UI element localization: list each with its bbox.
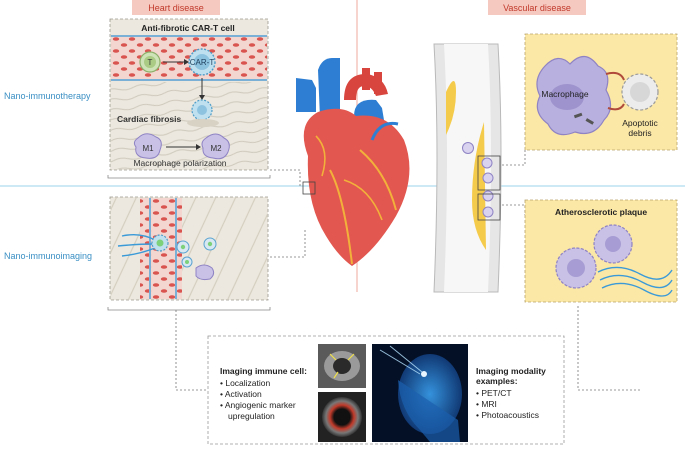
arrow-head (199, 95, 205, 100)
imaging-summary-box: Imaging immune cell: • Localization • Ac… (207, 335, 565, 445)
apoptotic-debris-label-2: debris (628, 128, 651, 138)
modality-title-1: Imaging modality (476, 366, 546, 376)
t-cell-label: T (148, 58, 153, 67)
panel-bracket (107, 175, 271, 179)
heart-region-marker (302, 181, 316, 195)
t-cell: T (139, 51, 161, 73)
modality-bullet-1: • PET/CT (476, 388, 512, 398)
artery-illustration (433, 43, 502, 293)
apoptotic-debris-label-1: Apoptotic (622, 118, 658, 128)
imaging-bullet-3-cont: upregulation (228, 411, 275, 421)
macrophage-label: Macrophage (541, 89, 589, 99)
imaging-immune-title: Imaging immune cell: (220, 366, 307, 376)
imaging-bullet-3: • Angiogenic marker (220, 400, 296, 410)
vascular-disease-header: Vascular disease (503, 3, 571, 13)
plaque-panel-title: Atherosclerotic plaque (555, 207, 647, 217)
modality-title-2: examples: (476, 376, 518, 386)
vascular-disease-header-bg (488, 0, 586, 15)
m1-macrophage: M1 (133, 133, 162, 159)
heart-illustration (296, 58, 410, 266)
fibrosis-panel: Anti-fibrotic CAR-T cell T CAR-T Cardiac… (109, 18, 269, 171)
cardiac-fibrosis-label: Cardiac fibrosis (117, 114, 182, 124)
car-t-label: CAR-T (190, 58, 215, 67)
m1-label: M1 (142, 144, 154, 153)
macrophage-panel: Macrophage Apoptotic debris (524, 33, 678, 151)
fibrosis-panel-title: Anti-fibrotic CAR-T cell (141, 23, 235, 33)
row-label-immunotherapy: Nano-immunotherapy (4, 91, 91, 101)
arrow-head (184, 59, 189, 65)
macrophage-polarization-label: Macrophage polarization (133, 158, 226, 168)
arrow-head (196, 144, 201, 150)
car-t-bound-cell (187, 99, 219, 127)
row-label-immunoimaging: Nano-immunoimaging (4, 251, 92, 261)
heart-imaging-panel (109, 196, 269, 301)
plaque-panel: Atherosclerotic plaque (524, 199, 678, 303)
heart-disease-header-bg (132, 0, 220, 15)
panel-bracket (107, 307, 271, 311)
modality-bullet-2: • MRI (476, 399, 497, 409)
m2-label: M2 (210, 144, 222, 153)
modality-bullet-3: • Photoacoustics (476, 410, 539, 420)
heart-disease-header: Heart disease (148, 3, 204, 13)
m2-macrophage: M2 (201, 133, 230, 160)
imaging-bullet-1: • Localization (220, 378, 271, 388)
imaging-bullet-2: • Activation (220, 389, 262, 399)
car-t-cell: CAR-T (188, 48, 216, 76)
